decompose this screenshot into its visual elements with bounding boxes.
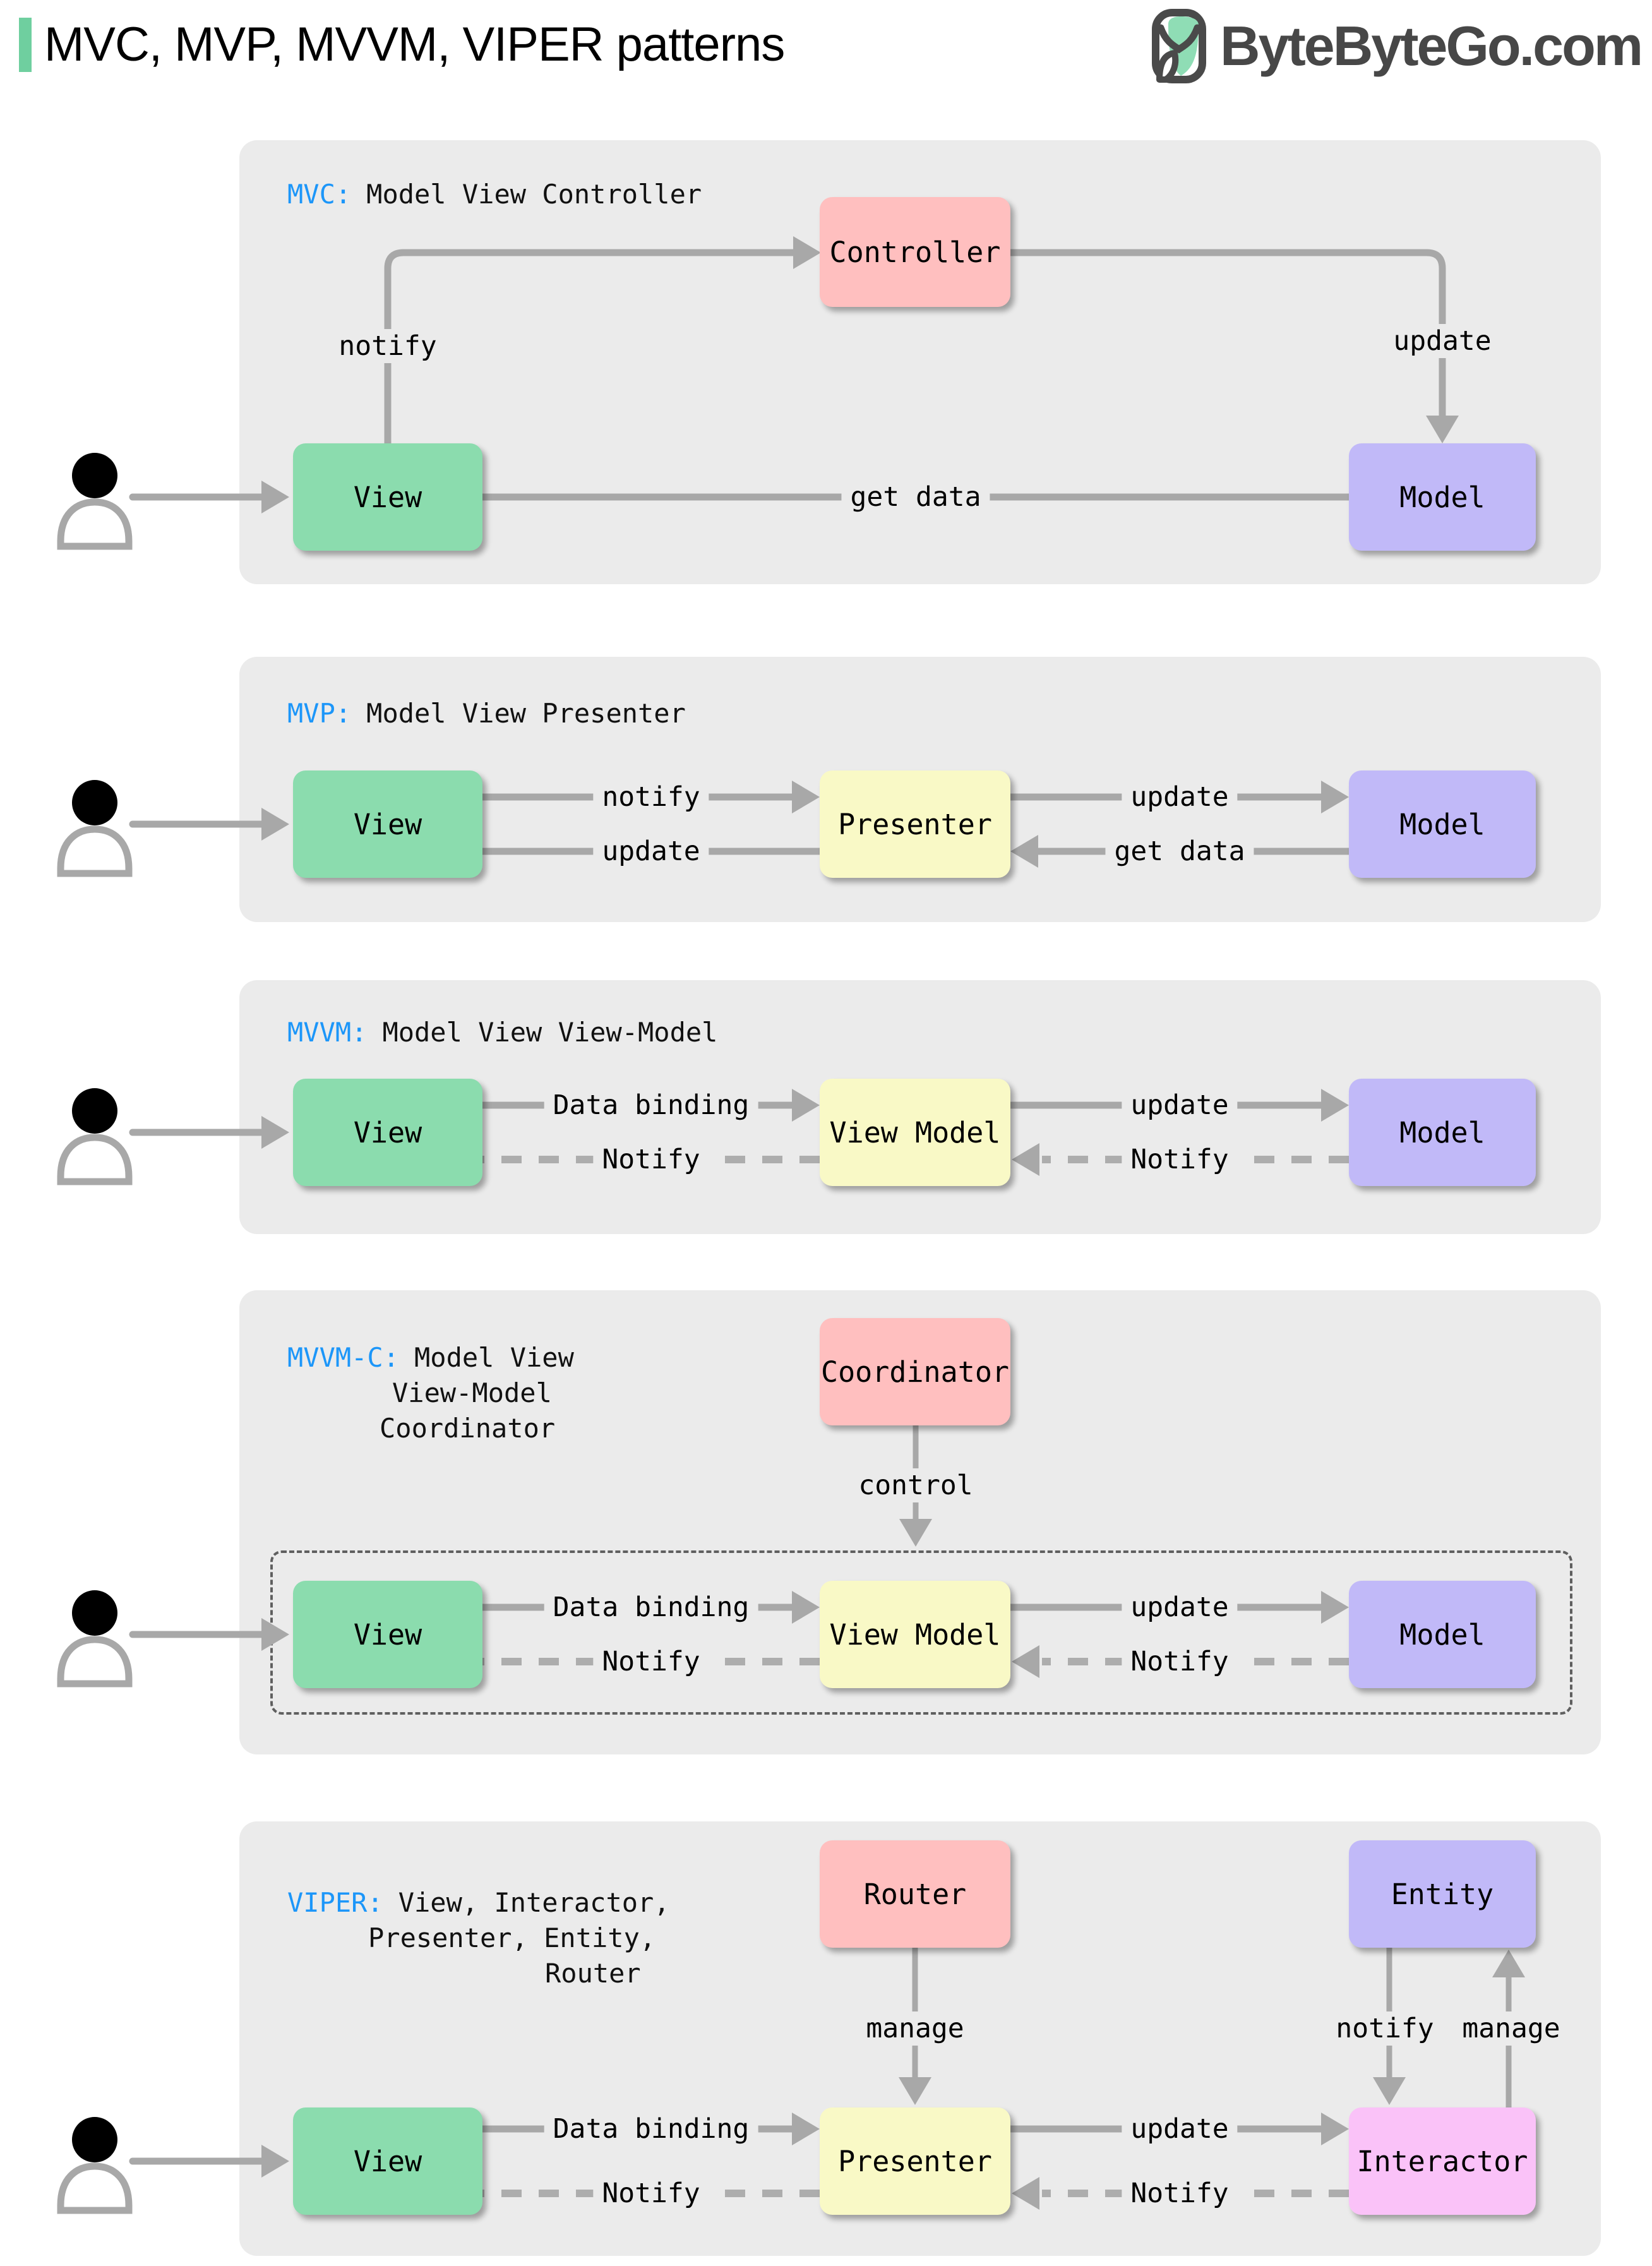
- mvc-section-label: MVC: Model View Controller: [287, 178, 702, 211]
- mvvm-view-box: View: [293, 1079, 482, 1186]
- mvp-presenter-box: Presenter: [820, 770, 1010, 878]
- user-icon-viper: [57, 2117, 133, 2214]
- mvp-model-box: Model: [1349, 770, 1536, 878]
- page-title: MVC, MVP, MVVM, VIPER patterns: [44, 18, 785, 71]
- viper-notify-left-label: Notify: [593, 2176, 709, 2210]
- mvvmc-section-label-line3: Coordinator: [380, 1413, 556, 1444]
- mvp-notify-label: notify: [593, 780, 709, 814]
- mvvmc-update-label: update: [1122, 1590, 1238, 1624]
- mvc-name: Model View Controller: [366, 179, 702, 210]
- panel-mvvmc: MVVM-C: Model View View-Model Coordinator…: [239, 1290, 1601, 1754]
- mvvm-notify-left-label: Notify: [593, 1142, 709, 1177]
- mvvm-notify-right-label: Notify: [1122, 1142, 1238, 1177]
- mvvmc-notify-left-label: Notify: [593, 1645, 709, 1679]
- logo-text: ByteByteGo.com: [1220, 15, 1643, 77]
- panel-mvp: MVP:Model View Presenter View Presenter …: [239, 657, 1601, 922]
- viper-tag: VIPER:: [287, 1887, 383, 1918]
- mvc-get-data-label: get data: [841, 480, 990, 514]
- viper-data-binding-label: Data binding: [544, 2112, 758, 2146]
- mvvmc-section-label-line1: MVVM-C: Model View: [287, 1341, 574, 1374]
- mvvm-model-box: Model: [1349, 1079, 1536, 1186]
- mvc-update-label: update: [1384, 324, 1500, 358]
- mvc-controller-box: Controller: [820, 197, 1010, 307]
- panel-mvc: MVC: Model View Controller Controller Vie…: [239, 140, 1601, 584]
- viper-interactor-box: Interactor: [1349, 2107, 1536, 2215]
- mvp-section-label: MVP: Model View Presenter: [287, 697, 686, 730]
- viper-section-label-line2: Presenter, Entity,: [368, 1922, 656, 1953]
- mvp-tag: MVP:: [287, 698, 352, 729]
- user-icon-mvp: [57, 780, 133, 877]
- mvp-get-data-label: get data: [1105, 834, 1254, 868]
- mvc-notify-label: notify: [330, 329, 446, 363]
- panel-viper: VIPER: View, Interactor, Presenter, Entit…: [239, 1821, 1601, 2256]
- mvp-view-box: View: [293, 770, 482, 878]
- viper-view-box: View: [293, 2107, 482, 2215]
- viper-manage-entity-label: manage: [1453, 2011, 1569, 2046]
- mvvm-view-model-box: View Model: [820, 1079, 1010, 1186]
- user-icon-mvvmc: [57, 1590, 133, 1688]
- mvvmc-model-box: Model: [1349, 1581, 1536, 1688]
- viper-presenter-box: Presenter: [820, 2107, 1010, 2215]
- mvvm-section-label: MVVM: Model View View-Model: [287, 1016, 717, 1049]
- mvvmc-name-line1: Model View: [414, 1342, 574, 1373]
- mvc-model-box: Model: [1349, 443, 1536, 551]
- mvvm-update-label: update: [1122, 1088, 1238, 1122]
- title-accent-bar: [19, 18, 32, 72]
- viper-section-label-line1: VIPER: View, Interactor,: [287, 1886, 670, 1919]
- mvvmc-section-label-line2: View-Model: [392, 1377, 552, 1408]
- mvvm-name: Model View View-Model: [382, 1017, 718, 1048]
- mvp-update-left-label: update: [593, 834, 709, 868]
- mvvm-data-binding-label: Data binding: [544, 1088, 758, 1122]
- mvc-view-box: View: [293, 443, 482, 551]
- viper-notify-right-label: Notify: [1122, 2176, 1238, 2210]
- mvvm-tag: MVVM:: [287, 1017, 368, 1048]
- user-icon-mvc: [57, 453, 133, 550]
- viper-name-line1: View, Interactor,: [398, 1887, 670, 1918]
- bytebytego-logo: ByteByteGo.com: [1152, 8, 1643, 85]
- mvvmc-data-binding-label: Data binding: [544, 1590, 758, 1624]
- bytebytego-icon: [1152, 9, 1206, 83]
- mvp-name: Model View Presenter: [366, 698, 686, 729]
- viper-manage-router-label: manage: [857, 2011, 973, 2046]
- mvc-tag: MVC:: [287, 179, 352, 210]
- viper-entity-box: Entity: [1349, 1840, 1536, 1948]
- mvvmc-view-model-box: View Model: [820, 1581, 1010, 1688]
- mvvmc-tag: MVVM-C:: [287, 1342, 400, 1373]
- user-icon-mvvm: [57, 1088, 133, 1185]
- panel-mvvm: MVVM: Model View View-Model View View Mod…: [239, 980, 1601, 1234]
- mvvmc-notify-right-label: Notify: [1122, 1645, 1238, 1679]
- viper-update-label: update: [1122, 2112, 1238, 2146]
- viper-router-box: Router: [820, 1840, 1010, 1948]
- mvvmc-coordinator-box: Coordinator: [820, 1318, 1010, 1425]
- viper-notify-entity-label: notify: [1327, 2011, 1443, 2046]
- mvvmc-control-label: control: [849, 1468, 982, 1502]
- mvp-update-right-label: update: [1122, 780, 1238, 814]
- mvvmc-view-box: View: [293, 1581, 482, 1688]
- viper-section-label-line3: Router: [545, 1958, 641, 1989]
